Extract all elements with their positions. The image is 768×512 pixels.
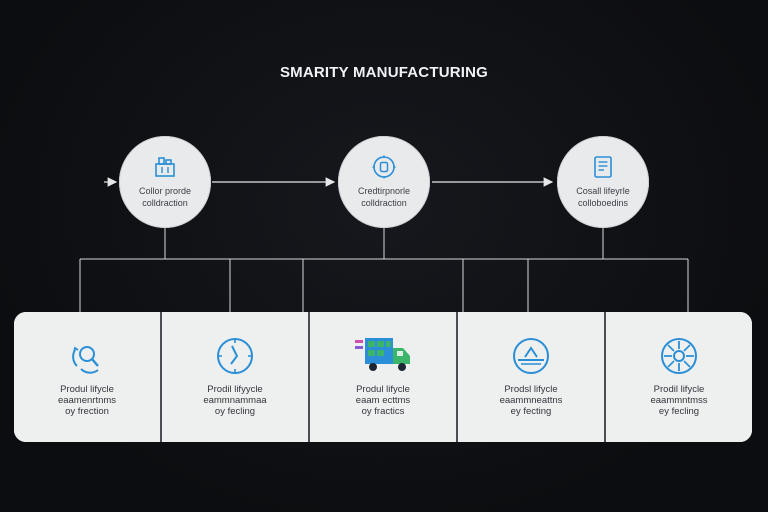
card-label: Prodsl lifycle eaammneattns ey fecting [499,384,563,417]
node-label: Collor prorde colldraction [138,186,192,208]
magnifier-cycle-icon [72,346,99,374]
card-label: Prodil lifycle eaammntmss ey fecling [650,384,708,417]
flow-node-2: Credtirpnorle colldraction [338,136,430,228]
card-label: Produl lifycle eaamenrtnms oy frection [57,384,117,417]
scale-icon [513,338,549,374]
clock-icon [217,338,253,374]
flow-node-3: Cosall lifeyrle colloboedins [557,136,649,228]
flow-node-1: Collor prorde colldraction [119,136,211,228]
document-icon [594,156,612,178]
card-label: Prodil lifyycle eammnammaa oy fecling [203,384,267,417]
delivery-truck-icon [355,338,410,371]
node-label: Cosall lifeyrle colloboedins [576,186,630,208]
card-row: Produl lifycle eaamenrtnms oy frection P… [14,312,752,442]
lifecycle-card-4: Prodsl lifycle eaammneattns ey fecting [456,312,604,442]
lifecycle-card-5: Prodil lifycle eaammntmss ey fecling [604,312,752,442]
lifecycle-card-3: Produl lifycle eaam ecttms oy fractics [308,312,456,442]
diagram-title: SMARITY MANUFACTURING [279,64,489,81]
card-label: Produl lifycle eaam ecttms oy fractics [355,384,411,417]
node-label: Credtirpnorle colldraction [357,186,411,208]
building-blocks-icon [155,157,175,177]
lifecycle-card-2: Prodil lifyycle eammnammaa oy fecling [160,312,308,442]
lifecycle-card-1: Produl lifycle eaamenrtnms oy frection [14,312,160,442]
clock-square-icon [372,155,396,179]
gear-circle-icon [661,338,697,374]
